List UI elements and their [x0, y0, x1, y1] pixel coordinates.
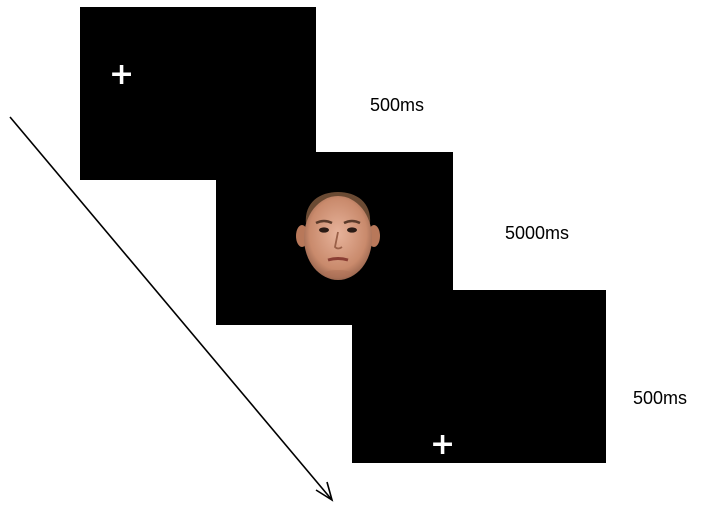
fixation-cross: + — [109, 57, 135, 92]
duration-label-1: 500ms — [370, 95, 425, 115]
fixation-cross: + — [430, 427, 456, 462]
time-arrow-head — [315, 481, 334, 502]
face-image — [296, 192, 380, 280]
fixation-screen-2: + — [352, 290, 606, 463]
duration-label-2: 5000ms — [505, 223, 570, 243]
duration-label-3: 500ms — [633, 388, 688, 408]
fixation-screen-1: + — [80, 7, 316, 180]
time-arrow-line — [9, 116, 333, 501]
